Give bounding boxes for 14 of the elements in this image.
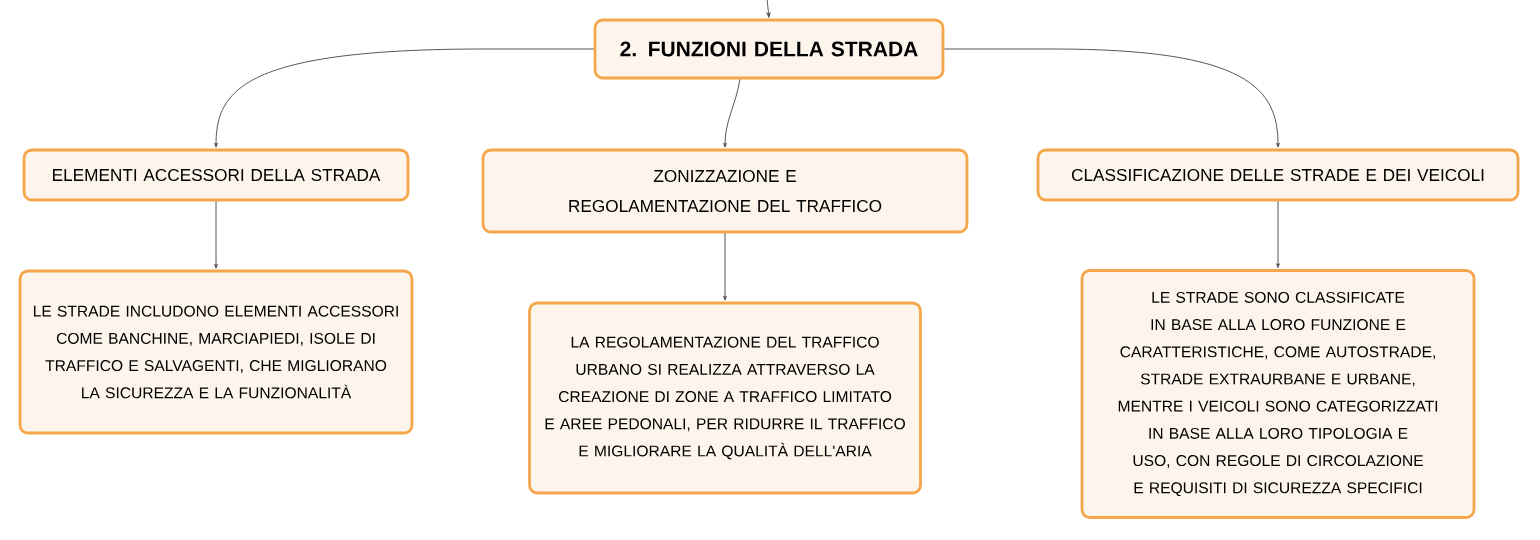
arrow <box>723 78 741 148</box>
description-box: LE STRADE INCLUDONO ELEMENTI ACCESSORI COME BANCHINE, MARCIAPIEDI, ISOLE DI TRAFFICO E SALVAGENTI, CHE MIGLIORANO LA SICUREZZA E LA FUNZIONALITÀ <box>18 269 414 435</box>
description-box: LA REGOLAMENTAZIONE DEL TRAFFICO URBANO SI REALIZZA ATTRAVERSO LA CREAZIONE DI ZONE A TRAFFICO LIMITATO E AREE PEDONALI, PER RIDURRE IL TRAFFICO E MIGLIORARE LA QUALITÀ DELL'ARIA <box>528 301 922 495</box>
arrow <box>723 232 727 301</box>
description-box: LE STRADE SONO CLASSIFICATE IN BASE ALLA LORO FUNZIONE E CARATTERISTICHE, COME AUTOSTRADE, STRADE EXTRAURBANE E URBANE, MENTRE I VEICOLI SONO CATEGORIZZATI IN BASE ALLA LORO TIPOLOGIA E USO, CON REGOLE DI CIRCOLAZIONE E REQUISITI DI SICUREZZA SPECIFICI <box>1080 269 1476 519</box>
topic-box: CLASSIFICAZIONE DELLE STRADE E DEI VEICOLI <box>1036 148 1520 202</box>
arrow <box>214 200 218 269</box>
title-box: 2. FUNZIONI DELLA STRADA <box>593 18 945 80</box>
topic-box: ELEMENTI ACCESSORI DELLA STRADA <box>22 148 410 202</box>
topic-box: ZONIZZAZIONE E REGOLAMENTAZIONE DEL TRAFFICO <box>481 148 969 234</box>
arrow <box>1276 200 1280 269</box>
arrow <box>766 0 771 18</box>
arrow <box>214 48 595 148</box>
arrow <box>943 48 1280 148</box>
